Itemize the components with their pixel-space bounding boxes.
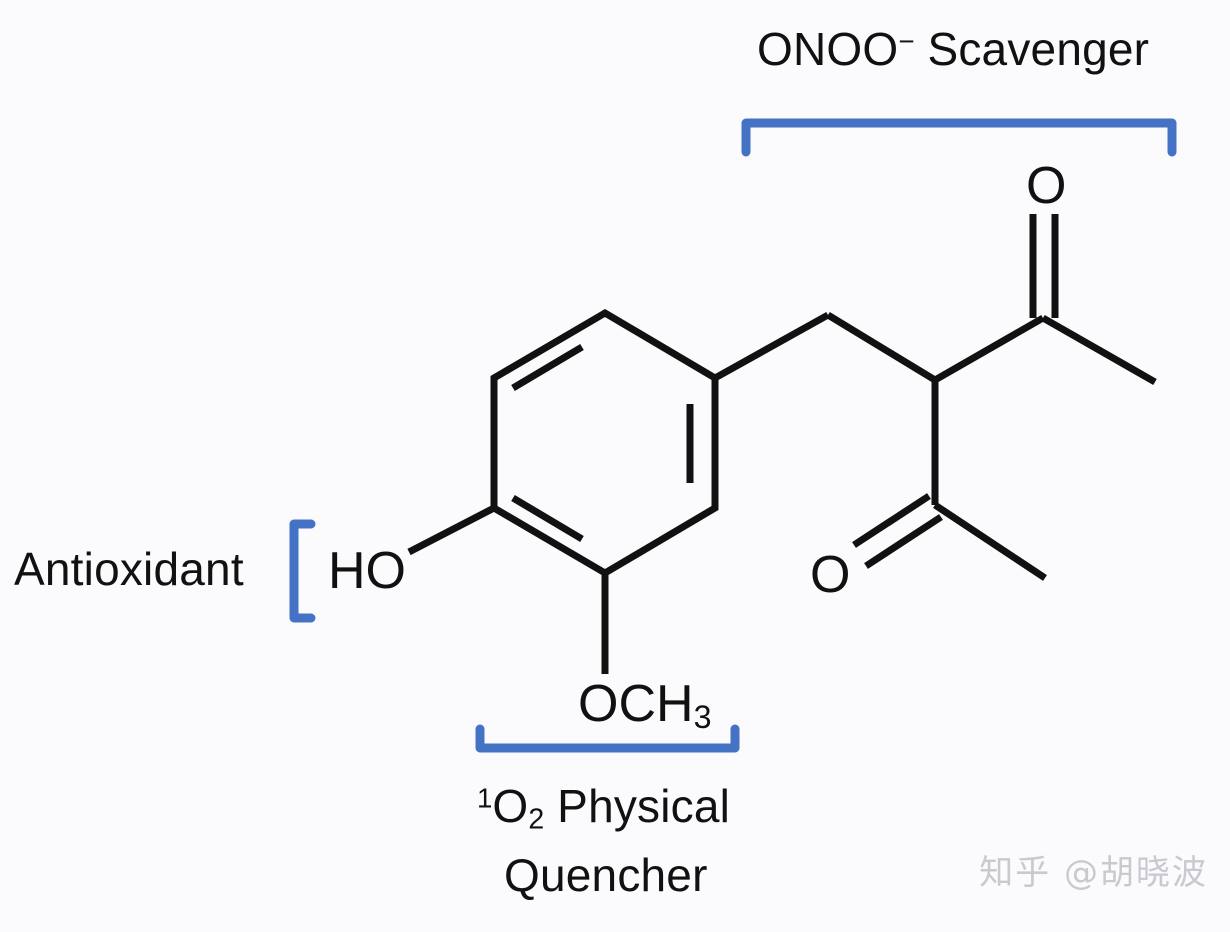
bond-ch-to-carbonyl-upper [933,314,1045,384]
singlet-oxygen-quencher-label-line1: 1O2 Physical [477,783,730,834]
bond-hydroxyl [407,504,496,556]
methoxy-main: OCH [578,675,694,733]
methoxy-subscript: 3 [693,699,712,736]
aromatic-double-bonds [511,343,694,543]
singlet-oxygen-quencher-label-line2: Quencher [504,849,708,901]
top-bracket-downward-icon [741,118,1177,157]
annotation-brackets [289,118,1177,753]
ring-double-bond-lower-left [511,494,584,543]
oxygen-text: O [492,780,529,832]
onoo-text: ONOO [757,23,899,75]
bond-carbonyl-lower-a [852,493,931,548]
left-square-bracket-icon [289,519,316,623]
watermark: 知乎 @胡晓波 [979,853,1208,893]
molecule-bonds [407,214,1157,674]
physical-text: Physical [544,780,731,832]
singlet-superscript: 1 [477,782,493,814]
bond-methyl-lower [933,502,1047,581]
bottom-bracket-upward-icon [475,724,740,753]
atom-label-carbonyl-oxygen-upper: O [1026,157,1067,215]
onoo-charge-superscript: − [898,25,915,57]
bond-ch2-to-ch [826,312,937,383]
atom-label-carbonyl-oxygen-lower: O [810,546,851,604]
benzene-ring-icon [490,308,719,578]
bond-methyl-upper [1041,314,1157,386]
antioxidant-label: Antioxidant [14,543,244,595]
bond-ring-to-ch2 [713,311,830,382]
bond-carbonyl-lower-b [864,514,943,569]
atom-label-methoxy: OCH3 [578,678,712,733]
oxygen-subscript: 2 [528,803,545,836]
onoo-scavenger-label: ONOO− Scavenger [757,26,1149,72]
ring-double-bond-upper-left [511,343,584,392]
atom-label-hydroxyl: HO [328,542,406,600]
scavenger-text: Scavenger [914,23,1150,75]
